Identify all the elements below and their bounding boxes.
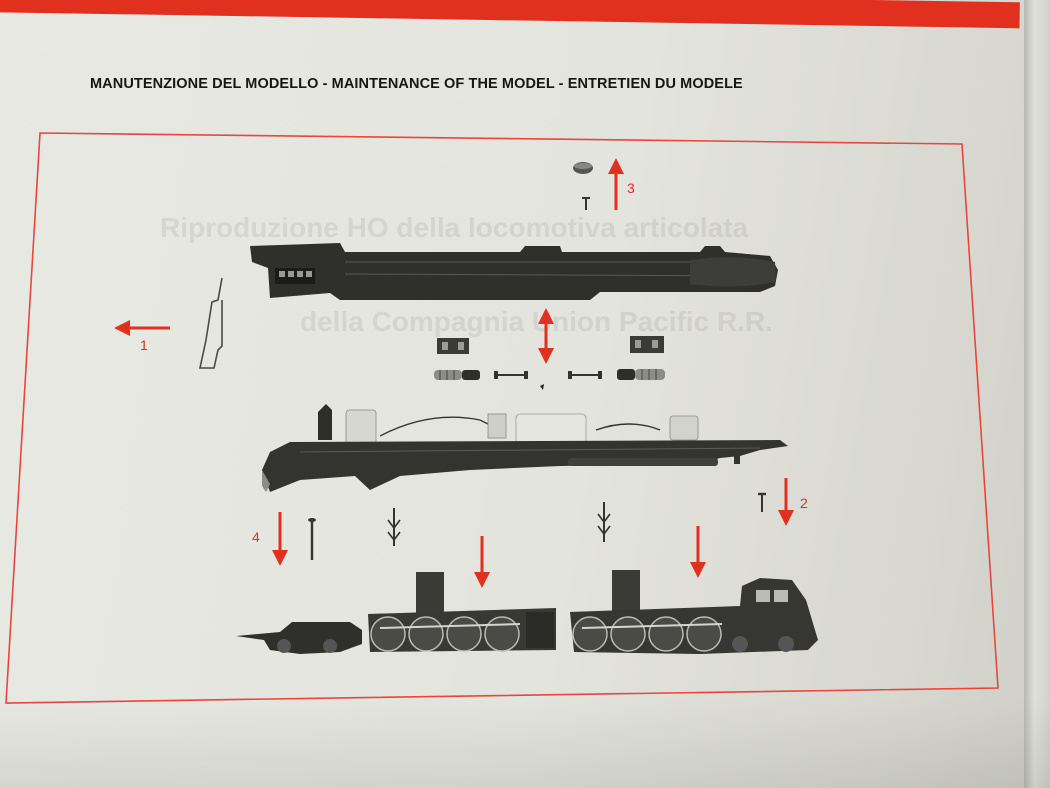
step-label-3: 3	[627, 180, 635, 196]
step-arrow-2: 2	[778, 478, 808, 526]
diagram-frame	[5, 132, 999, 704]
down-arrow-rear-unit	[690, 526, 706, 578]
traction-tire-part	[573, 162, 593, 174]
page-edge	[1024, 0, 1050, 788]
long-screw-part	[308, 518, 316, 560]
step-label-1: 1	[140, 337, 148, 353]
worm-gear-left	[434, 370, 480, 380]
page-shadow	[0, 698, 1050, 788]
front-wheel-unit	[236, 572, 556, 654]
worm-gear-right	[617, 369, 665, 380]
pivot-screw-right	[597, 502, 611, 542]
step-arrow-3: 3	[608, 158, 635, 210]
locomotive-body-shell	[250, 243, 778, 300]
step-arrow-1: 1	[114, 320, 170, 353]
small-screw-part	[582, 197, 590, 210]
bleed-through-line-2: della Compagnia Union Pacific R.R.	[300, 306, 773, 337]
ink-dot	[540, 384, 544, 390]
page-title: MANUTENZIONE DEL MODELLO - MAINTENANCE O…	[90, 76, 743, 92]
handrail-part	[199, 277, 223, 369]
chassis-with-motor	[262, 404, 788, 492]
separation-double-arrow	[538, 308, 554, 364]
step-arrow-4: 4	[252, 512, 288, 566]
rear-wheel-unit	[570, 570, 818, 654]
down-arrow-front-unit	[474, 536, 490, 588]
coupler-bracket-left	[437, 338, 469, 354]
pivot-screw-left	[387, 508, 401, 546]
drive-shaft-left	[494, 371, 528, 379]
drive-shaft-right	[568, 371, 602, 379]
coupler-bracket-right	[630, 336, 664, 353]
screw-part-right	[758, 492, 766, 512]
step-label-2: 2	[800, 495, 808, 511]
bleed-through-line-1: Riproduzione HO della locomotiva articol…	[160, 212, 749, 243]
step-label-4: 4	[252, 529, 260, 545]
